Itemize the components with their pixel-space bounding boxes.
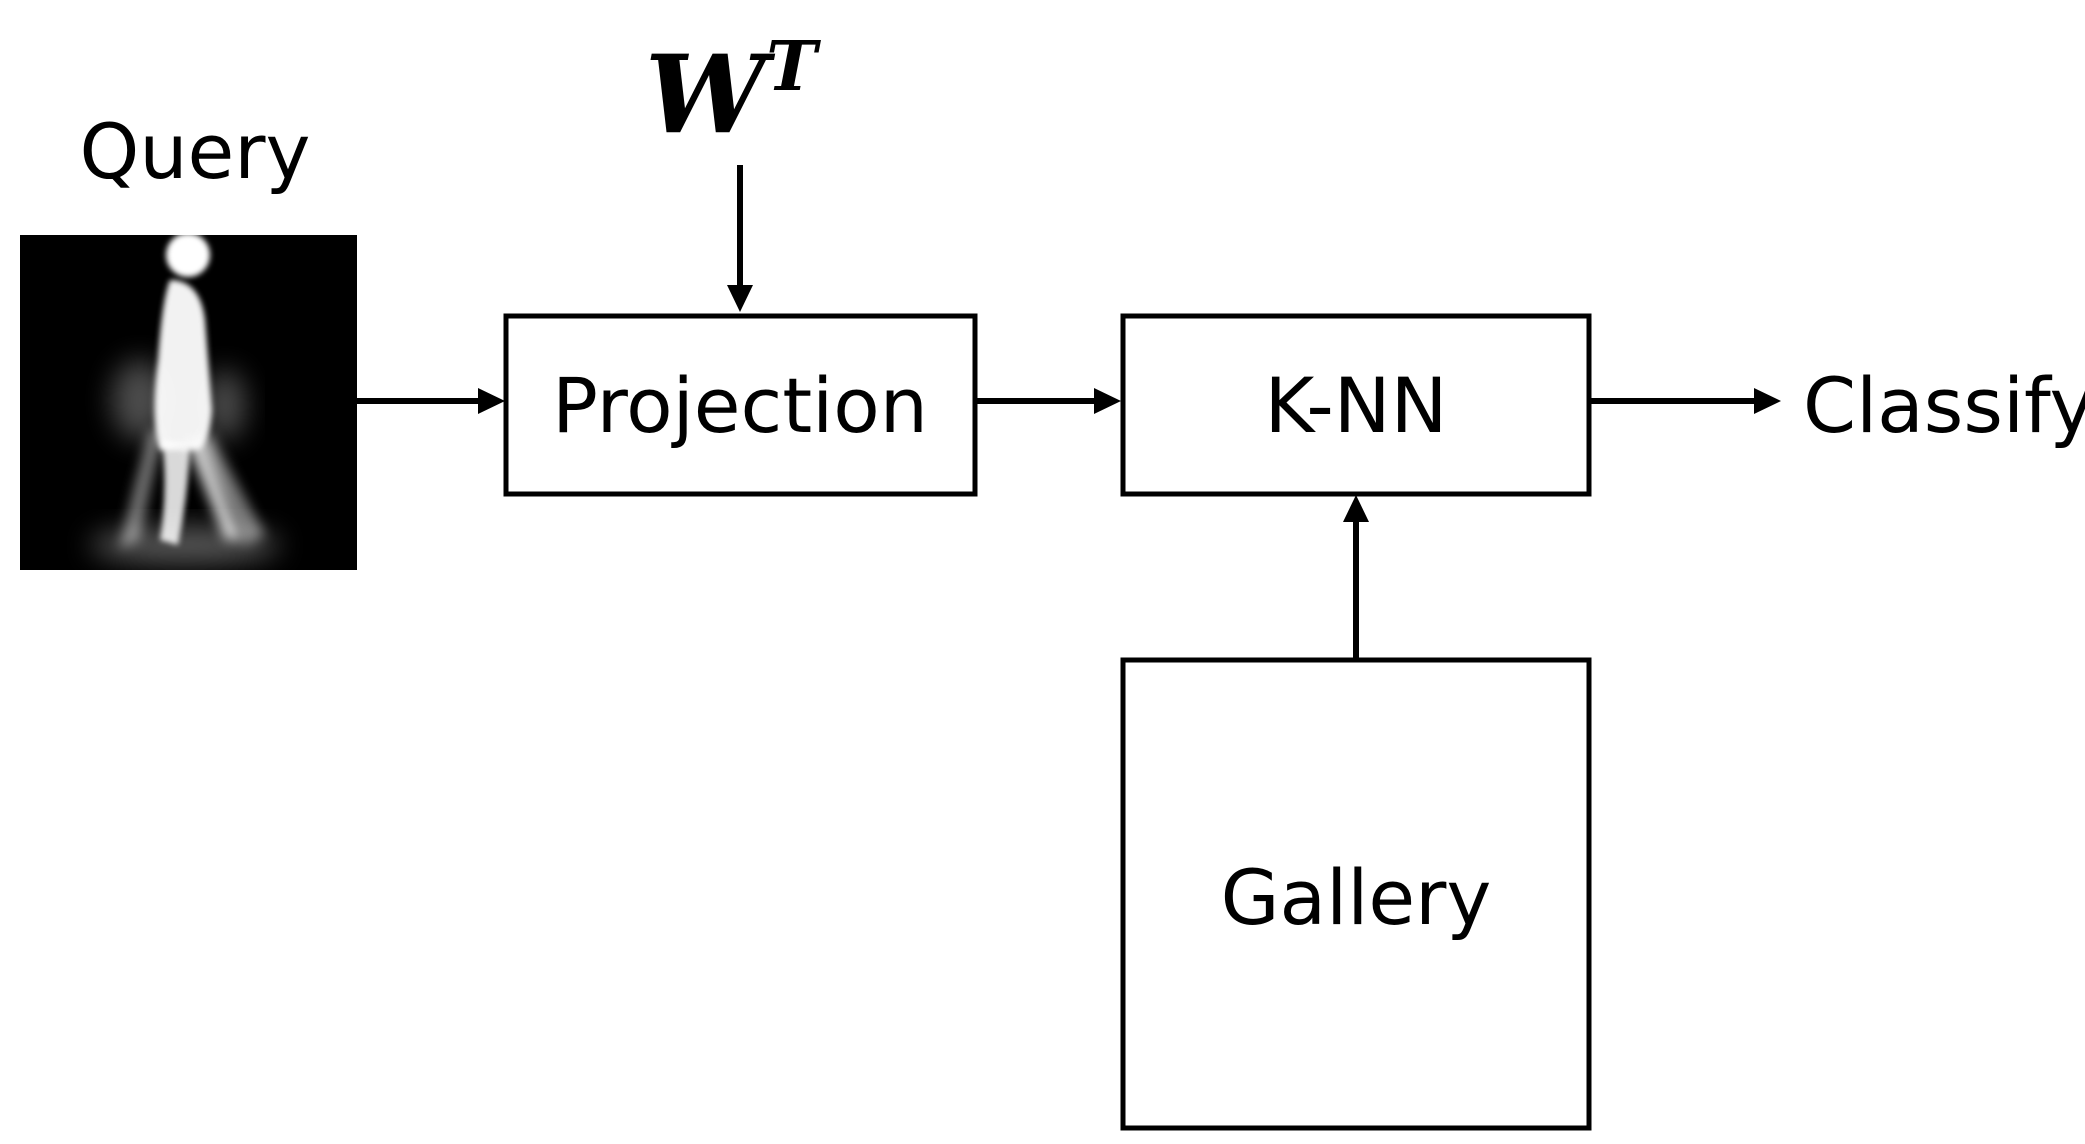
knn-box: K-NN [1120, 313, 1592, 497]
arrow-projection-to-knn [975, 388, 1121, 414]
projection-label: Projection [552, 361, 928, 450]
weight-matrix-superscript: T [766, 27, 821, 107]
classify-label: Classify [1803, 361, 2085, 450]
gallery-label: Gallery [1221, 853, 1492, 942]
weight-matrix-label: WT [645, 27, 821, 158]
arrow-gallery-to-knn [1343, 495, 1369, 660]
query-label: Query [80, 107, 311, 196]
arrow-query-to-projection [357, 388, 505, 414]
arrow-weights-to-projection [727, 165, 753, 312]
knn-label: K-NN [1265, 361, 1448, 450]
arrow-knn-to-classify [1589, 388, 1781, 414]
query-image [20, 233, 357, 570]
weight-matrix-base: W [645, 32, 776, 158]
gallery-box: Gallery [1120, 657, 1592, 1131]
projection-box: Projection [503, 313, 978, 497]
